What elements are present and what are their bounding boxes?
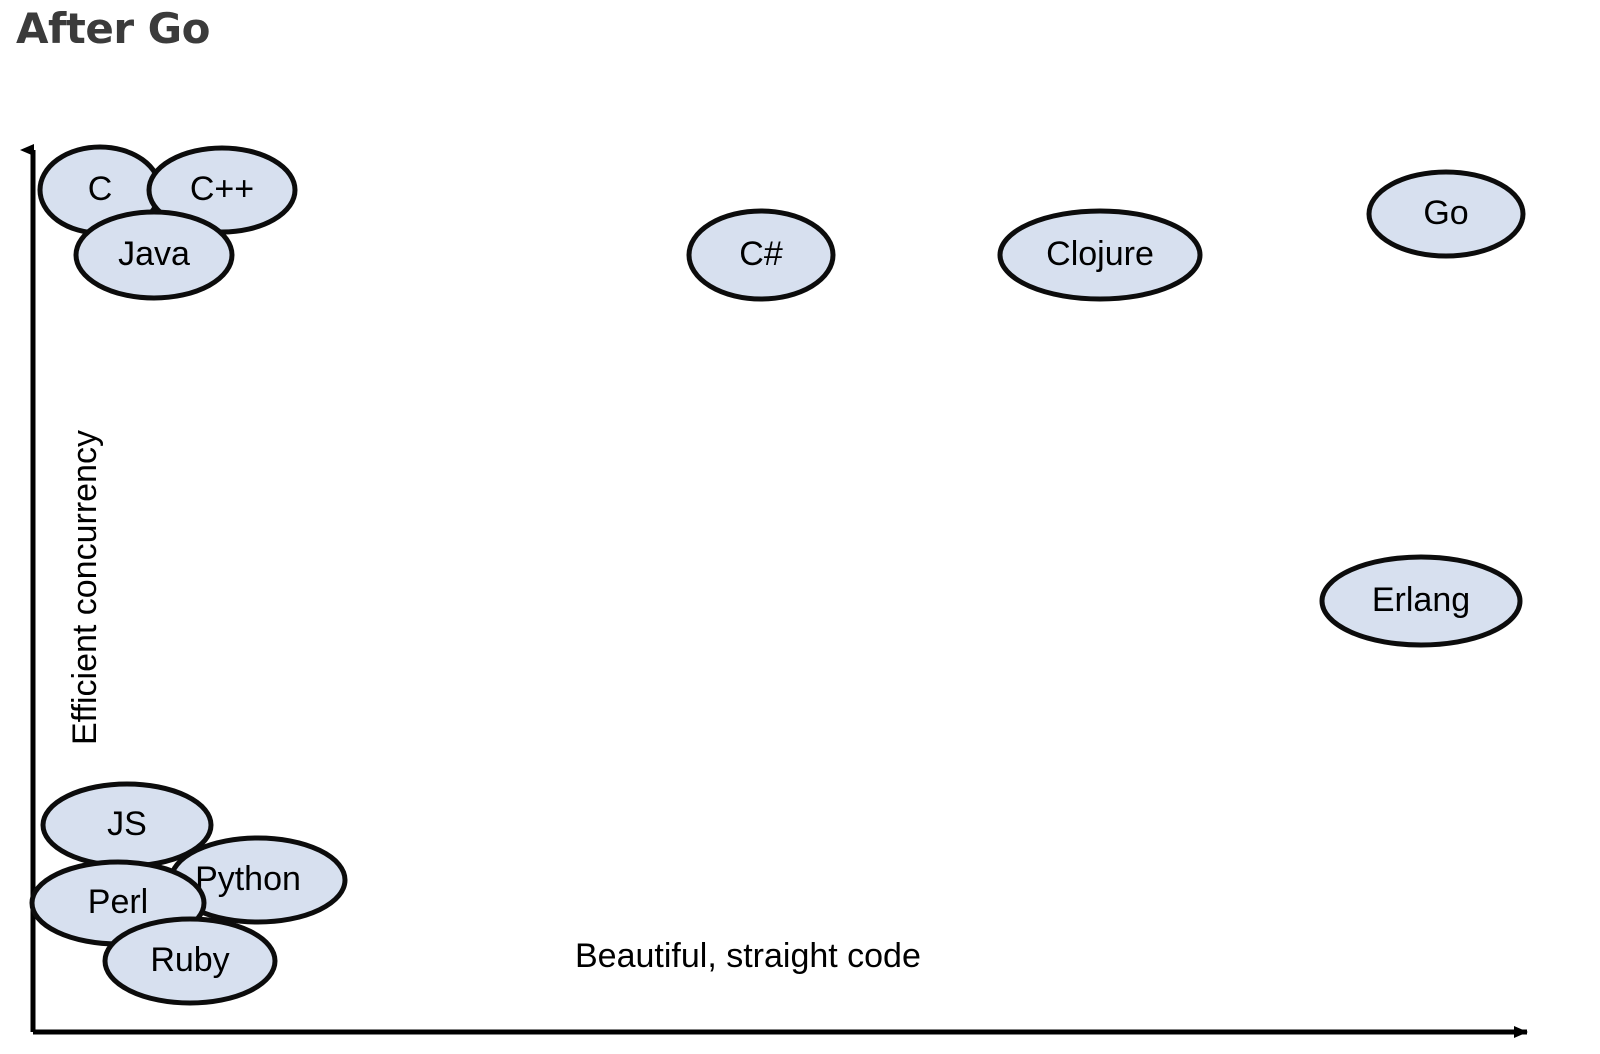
node-ellipse (102, 916, 278, 1006)
node-label: C++ (190, 170, 254, 208)
node-ellipse (997, 208, 1203, 302)
node-label: Clojure (1046, 235, 1154, 273)
node-label: Python (195, 860, 301, 898)
node-label: Ruby (150, 941, 229, 979)
node-ellipse (1319, 554, 1523, 648)
node-label: C (88, 170, 113, 208)
x-axis-label: Beautiful, straight code (575, 937, 921, 975)
chart-node-java[interactable]: Java (73, 209, 235, 301)
chart-node-erlang[interactable]: Erlang (1319, 554, 1523, 648)
chart-axes (20, 144, 1528, 1038)
page-title: After Go (16, 4, 211, 53)
node-ellipse (1366, 169, 1526, 259)
node-label: C# (739, 235, 783, 273)
node-label: Java (118, 235, 190, 273)
chart-node-clojure[interactable]: Clojure (997, 208, 1203, 302)
chart-node-go[interactable]: Go (1366, 169, 1526, 259)
node-label: JS (107, 805, 147, 843)
chart-node-c[interactable]: C# (686, 208, 836, 302)
y-axis-label: Efficient concurrency (66, 430, 104, 745)
node-label: Perl (88, 883, 148, 921)
chart-node-python[interactable]: Python (168, 835, 348, 925)
node-label: Go (1423, 194, 1468, 232)
node-ellipse (73, 209, 235, 301)
node-ellipse (686, 208, 836, 302)
node-label: Erlang (1372, 581, 1470, 619)
chart-node-ruby[interactable]: Ruby (102, 916, 278, 1006)
